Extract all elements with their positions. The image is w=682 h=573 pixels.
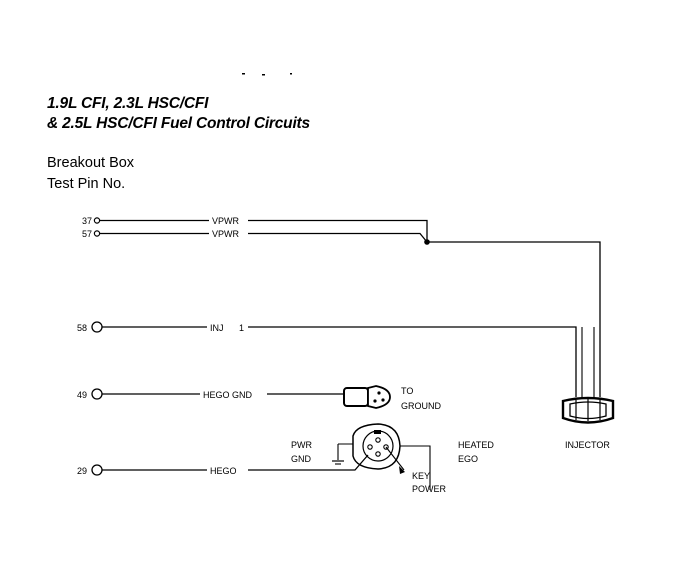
pin-29-circuit: 29 HEGO xyxy=(77,454,369,476)
pin-57-label: 57 xyxy=(82,229,92,239)
key-power-label-2: POWER xyxy=(412,484,447,494)
heated-ego-sensor: PWR GND HEATED EGO KEY POWER xyxy=(291,423,494,494)
pin-57-terminal xyxy=(93,230,101,237)
vpwr-splice xyxy=(424,239,601,397)
pwr-gnd-label-1: PWR xyxy=(291,440,312,450)
heated-ego-label-1: HEATED xyxy=(458,440,494,450)
pin-37-terminal xyxy=(93,217,101,224)
breakout-box-heading: Breakout Box xyxy=(47,155,135,171)
pin-37-signal-label: VPWR xyxy=(212,216,240,226)
to-ground-label-2: GROUND xyxy=(401,401,441,411)
pin-49-label: 49 xyxy=(77,390,87,400)
scan-specks xyxy=(242,73,292,76)
injector: INJECTOR xyxy=(561,327,615,450)
pin-58-circuit: 58 INJ 1 xyxy=(77,321,577,397)
test-pin-heading: Test Pin No. xyxy=(47,176,126,192)
pwr-gnd-label-2: GND xyxy=(291,454,312,464)
injector-label: INJECTOR xyxy=(565,440,610,450)
pin-58-signal-label: INJ xyxy=(210,323,224,333)
pin-58-terminal xyxy=(91,321,103,333)
diagram-title-line-1: 1.9L CFI, 2.3L HSC/CFI xyxy=(47,95,209,112)
pin-57-signal-label: VPWR xyxy=(212,229,240,239)
ground-connector-icon xyxy=(343,387,369,407)
key-power-label-1: KEY xyxy=(412,471,430,481)
to-ground-label-1: TO xyxy=(401,386,413,396)
pin-58-label: 58 xyxy=(77,323,87,333)
inj-mark: 1 xyxy=(239,323,244,333)
pin-37-label: 37 xyxy=(82,216,92,226)
diagram-title-line-2: & 2.5L HSC/CFI Fuel Control Circuits xyxy=(47,115,310,132)
pin-29-signal-label: HEGO xyxy=(210,466,237,476)
pin-29-terminal xyxy=(91,464,103,476)
pin-29-label: 29 xyxy=(77,466,87,476)
pin-57-circuit: 57 VPWR xyxy=(82,229,428,243)
pin-49-signal-label: HEGO GND xyxy=(203,390,253,400)
pin-37-circuit: 37 VPWR xyxy=(82,216,428,242)
pin-49-terminal xyxy=(91,388,103,400)
pin-49-circuit: 49 HEGO GND TO GROUND xyxy=(77,385,441,411)
heated-ego-label-2: EGO xyxy=(458,454,478,464)
